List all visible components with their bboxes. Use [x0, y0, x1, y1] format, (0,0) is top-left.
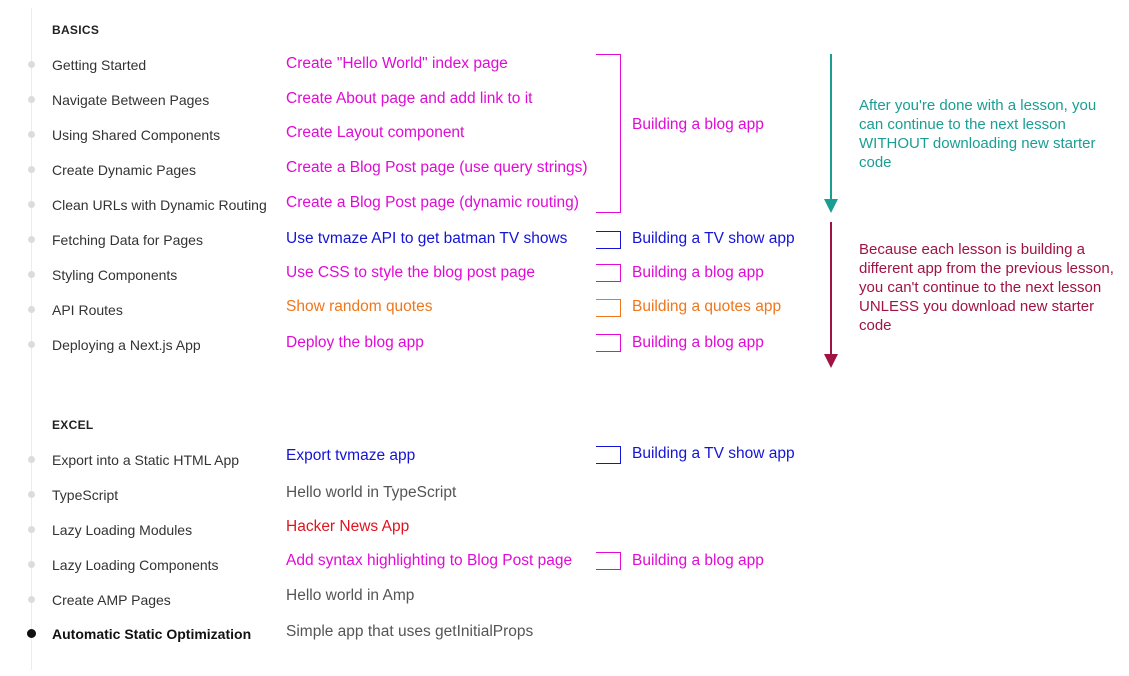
timeline-line: [31, 8, 32, 670]
section-heading-excel: EXCEL: [52, 418, 94, 432]
bracket-quotes: [596, 299, 621, 317]
bracket-tv: [596, 231, 621, 249]
lesson-dot: [28, 306, 35, 313]
bracket-tv: [596, 446, 621, 464]
lesson-task: Hello world in TypeScript: [286, 484, 457, 501]
lesson-task: Export tvmaze app: [286, 447, 416, 464]
lesson-task: Deploy the blog app: [286, 334, 424, 351]
note-continue: After you're done with a lesson, you can…: [859, 97, 1097, 171]
bracket-blog: [596, 54, 621, 213]
app-label: Building a blog app: [632, 334, 764, 351]
app-label: Building a blog app: [632, 552, 764, 569]
lesson-dot: [28, 166, 35, 173]
lesson-task: Use CSS to style the blog post page: [286, 264, 536, 281]
lesson-title[interactable]: API Routes: [52, 302, 123, 318]
app-label: Building a TV show app: [632, 230, 795, 247]
lesson-title[interactable]: TypeScript: [52, 487, 119, 503]
lesson-dot: [28, 236, 35, 243]
lesson-dot: [28, 456, 35, 463]
lesson-title[interactable]: Deploying a Next.js App: [52, 337, 201, 353]
section-heading-basics: BASICS: [52, 23, 100, 37]
lesson-dot: [28, 561, 35, 568]
lesson-task: Create "Hello World" index page: [286, 55, 508, 72]
lesson-task: Create Layout component: [286, 124, 465, 141]
lesson-task: Hello world in Amp: [286, 587, 415, 604]
download-arrow-head: [824, 354, 838, 368]
bracket-blog: [596, 334, 621, 352]
note-download: Because each lesson is building a differ…: [859, 241, 1114, 334]
lesson-task: Show random quotes: [286, 298, 433, 315]
lesson-title[interactable]: Export into a Static HTML App: [52, 452, 240, 468]
lesson-task: Add syntax highlighting to Blog Post pag…: [286, 552, 573, 569]
lesson-dot: [28, 491, 35, 498]
lesson-dot: [28, 596, 35, 603]
lesson-title[interactable]: Using Shared Components: [52, 127, 221, 143]
lesson-task: Hacker News App: [286, 518, 410, 535]
lesson-dot: [28, 96, 35, 103]
lesson-dot: [28, 61, 35, 68]
lesson-task: Simple app that uses getInitialProps: [286, 623, 534, 640]
lesson-title[interactable]: Clean URLs with Dynamic Routing: [52, 197, 267, 213]
lesson-title[interactable]: Styling Components: [52, 267, 178, 283]
continue-arrow-head: [824, 199, 838, 213]
lesson-task: Create a Blog Post page (use query strin…: [286, 159, 588, 176]
lesson-task: Create a Blog Post page (dynamic routing…: [286, 194, 579, 211]
lesson-title[interactable]: Lazy Loading Modules: [52, 522, 193, 538]
lesson-title[interactable]: Fetching Data for Pages: [52, 232, 203, 248]
lesson-title[interactable]: Lazy Loading Components: [52, 557, 219, 573]
lesson-dot: [28, 271, 35, 278]
lesson-dot: [28, 131, 35, 138]
lesson-title[interactable]: Navigate Between Pages: [52, 92, 210, 108]
lesson-dot: [28, 526, 35, 533]
lesson-dot-active: [27, 629, 36, 638]
lesson-dot: [28, 201, 35, 208]
lesson-title[interactable]: Create Dynamic Pages: [52, 162, 196, 178]
app-label: Building a blog app: [632, 264, 764, 281]
lesson-title-active[interactable]: Automatic Static Optimization: [52, 626, 252, 642]
app-label: Building a quotes app: [632, 298, 782, 315]
lesson-title[interactable]: Getting Started: [52, 57, 147, 73]
lesson-task: Create About page and add link to it: [286, 90, 533, 107]
bracket-blog: [596, 552, 621, 570]
lesson-title[interactable]: Create AMP Pages: [52, 592, 171, 608]
app-label: Building a TV show app: [632, 445, 795, 462]
app-label: Building a blog app: [632, 116, 764, 133]
lesson-task: Use tvmaze API to get batman TV shows: [286, 230, 568, 247]
bracket-blog: [596, 264, 621, 282]
lesson-dot: [28, 341, 35, 348]
